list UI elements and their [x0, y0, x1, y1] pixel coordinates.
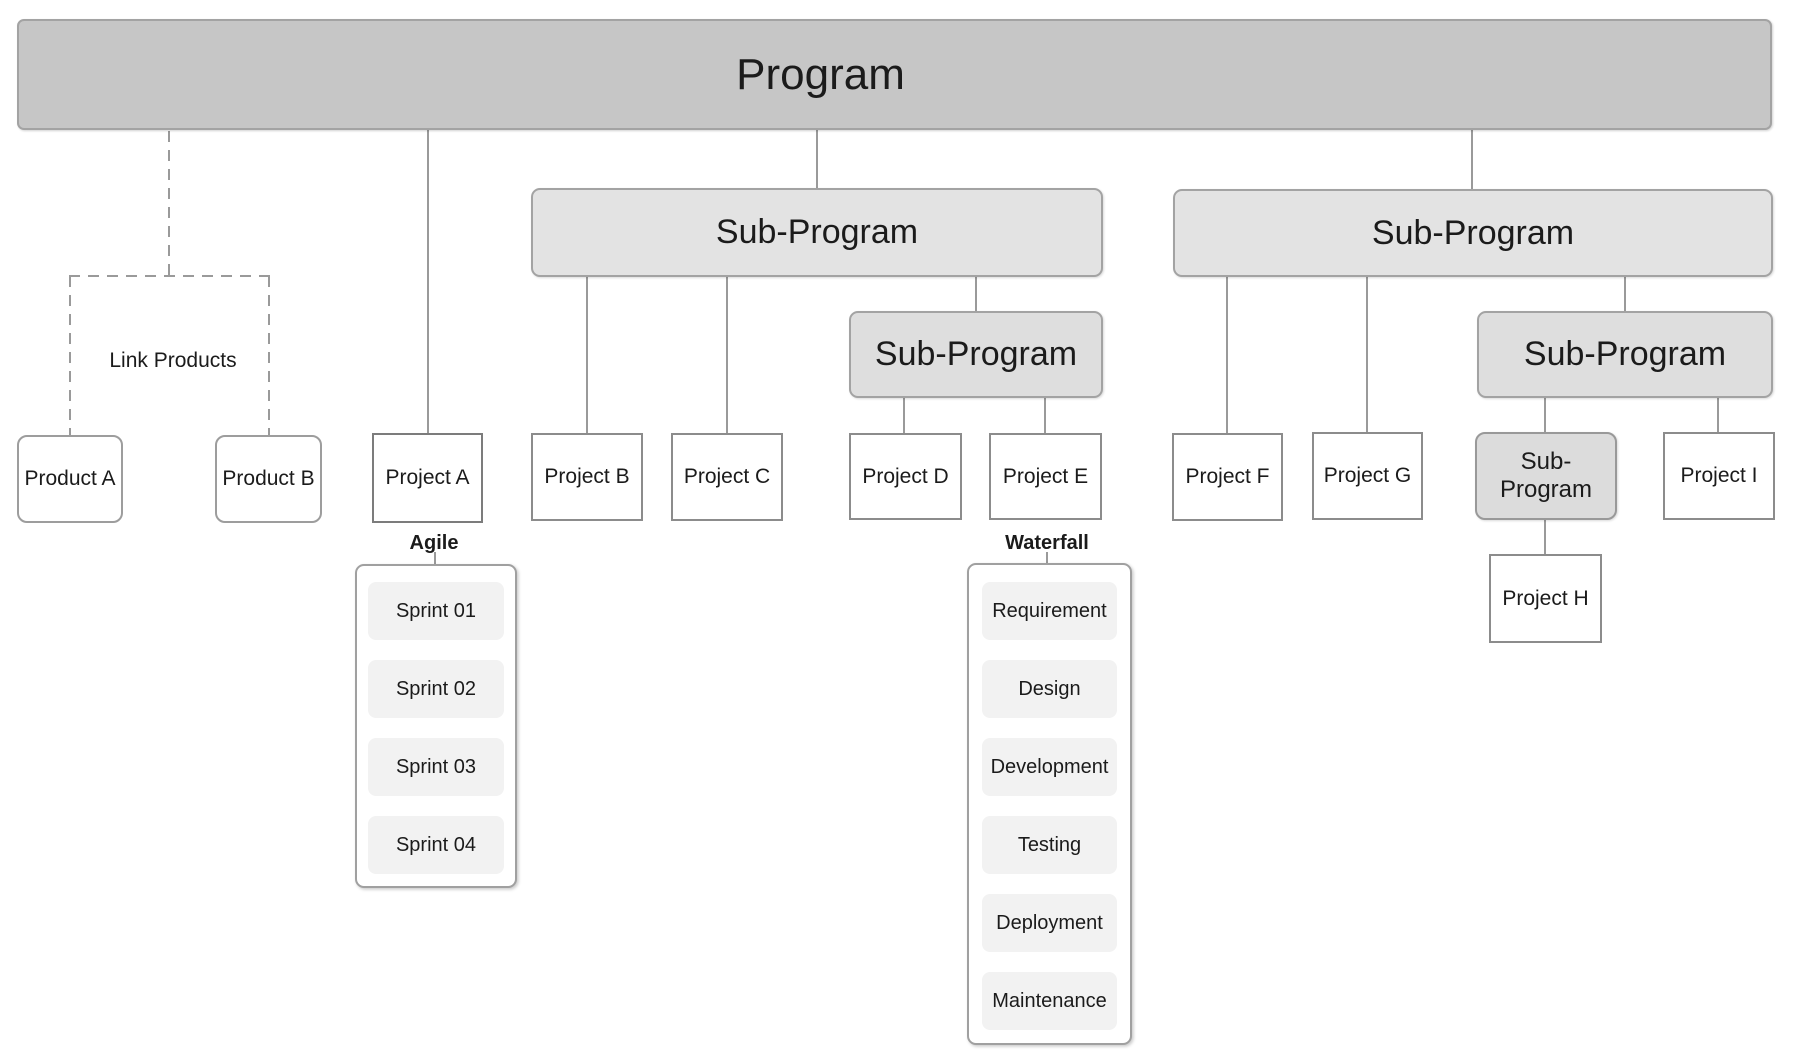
sub-program-left-label: Sub-Program [715, 213, 919, 251]
connector-program-to-sub-left [816, 130, 818, 188]
project-b-node: Project B [531, 433, 643, 521]
dashed-connector-to-product-a [69, 276, 71, 435]
sub-program-small-node: Sub-Program [1475, 432, 1617, 520]
phase-item: Design [982, 660, 1117, 718]
project-c-node: Project C [671, 433, 783, 521]
project-i-label: Project I [1680, 464, 1758, 487]
project-g-label: Project G [1323, 464, 1412, 487]
dashed-connector-horizontal [69, 275, 270, 277]
connector-subchild-to-sub-small [1544, 398, 1546, 432]
project-d-label: Project D [862, 464, 949, 488]
project-f-node: Project F [1172, 433, 1283, 521]
phase-item: Development [982, 738, 1117, 796]
phase-item: Maintenance [982, 972, 1117, 1030]
connector-program-to-project-a [427, 130, 429, 433]
phase-item: Deployment [982, 894, 1117, 952]
connector-subright-to-subchild [1624, 277, 1626, 311]
program-label: Program [736, 49, 905, 99]
project-e-node: Project E [989, 433, 1102, 520]
sub-program-right-child-label: Sub-Program [1523, 335, 1727, 373]
product-b-label: Product B [222, 467, 315, 490]
connector-subchild-to-project-e [1044, 398, 1046, 433]
product-a-label: Product A [24, 467, 116, 490]
project-g-node: Project G [1312, 432, 1423, 520]
sprint-item: Sprint 04 [368, 816, 504, 874]
program-node: Program [17, 19, 1772, 130]
project-e-label: Project E [1002, 464, 1089, 488]
connector-sub-small-to-project-h [1544, 520, 1546, 554]
agile-label: Agile [409, 532, 459, 554]
sub-program-right-label: Sub-Program [1371, 213, 1575, 252]
project-f-label: Project F [1185, 465, 1270, 488]
project-h-label: Project H [1502, 586, 1589, 610]
connector-subchild-to-project-i [1717, 398, 1719, 432]
phase-item: Requirement [982, 582, 1117, 640]
sprint-item: Sprint 01 [368, 582, 504, 640]
sprint-item: Sprint 03 [368, 738, 504, 796]
project-c-label: Project C [683, 465, 771, 488]
product-b-node: Product B [215, 435, 322, 523]
product-a-node: Product A [17, 435, 123, 523]
agile-sprint-list: Sprint 01 Sprint 02 Sprint 03 Sprint 04 [355, 564, 517, 888]
project-d-node: Project D [849, 433, 962, 520]
link-products-label: Link Products [109, 349, 237, 372]
sub-program-left-child-label: Sub-Program [874, 335, 1078, 373]
sub-program-small-label: Sub-Program [1499, 448, 1593, 503]
connector-subleft-to-project-c [726, 277, 728, 433]
sub-program-right-child-node: Sub-Program [1477, 311, 1773, 398]
project-a-label: Project A [385, 466, 470, 489]
project-b-label: Project B [544, 465, 630, 488]
waterfall-label: Waterfall [1005, 532, 1089, 554]
connector-subchild-to-project-d [903, 398, 905, 433]
project-i-node: Project I [1663, 432, 1775, 520]
connector-waterfall-to-list [1046, 552, 1048, 563]
connector-subleft-to-subchild [975, 277, 977, 311]
project-a-node: Project A [372, 433, 483, 523]
dashed-connector-to-product-b [268, 276, 270, 435]
connector-subright-to-project-g [1366, 277, 1368, 432]
sub-program-right-node: Sub-Program [1173, 189, 1773, 277]
phase-item: Testing [982, 816, 1117, 874]
connector-subleft-to-project-b [586, 277, 588, 433]
waterfall-phase-list: Requirement Design Development Testing D… [967, 563, 1132, 1045]
project-h-node: Project H [1489, 554, 1602, 643]
sub-program-left-child-node: Sub-Program [849, 311, 1103, 398]
connector-subright-to-project-f [1226, 277, 1228, 433]
sub-program-left-node: Sub-Program [531, 188, 1103, 277]
dashed-connector-program-to-link [168, 131, 170, 276]
connector-program-to-sub-right [1471, 130, 1473, 189]
connector-agile-to-list [434, 552, 436, 564]
sprint-item: Sprint 02 [368, 660, 504, 718]
